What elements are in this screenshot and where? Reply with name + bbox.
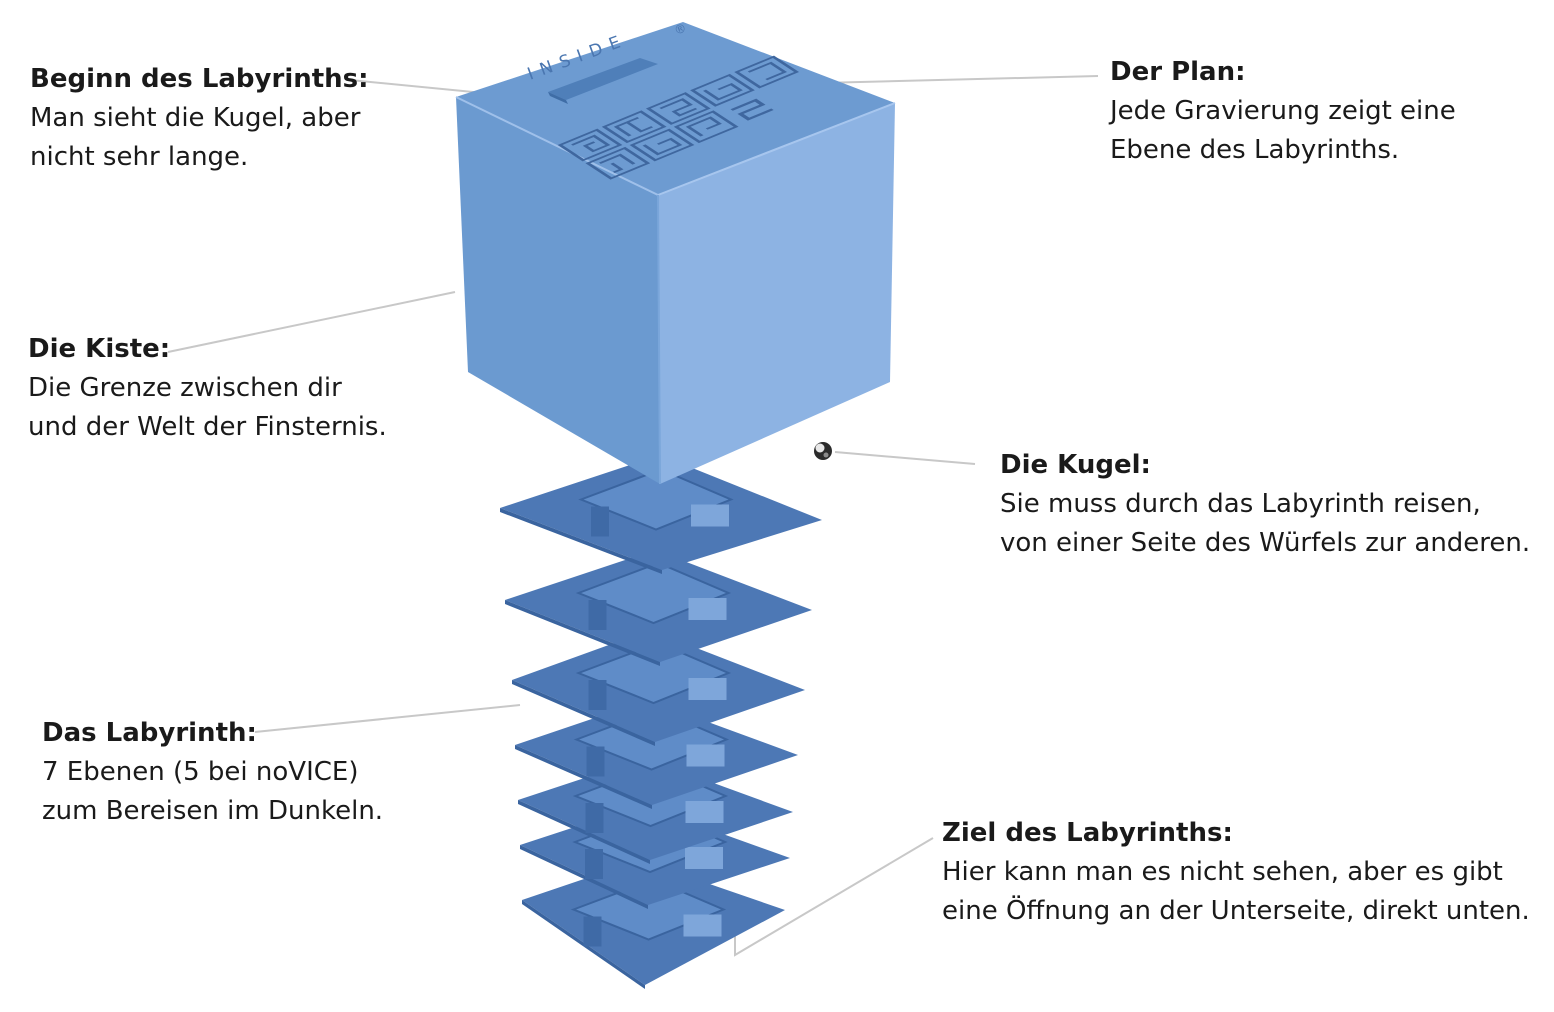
maze-layer-2 — [505, 550, 812, 666]
annotation-plan: Der Plan: Jede Gravierung zeigt eine Ebe… — [1110, 53, 1456, 170]
leader-line-maze — [254, 704, 521, 733]
annotation-goal: Ziel des Labyrinths: Hier kann man es ni… — [942, 814, 1530, 931]
annotation-box: Die Kiste: Die Grenze zwischen dir und d… — [28, 330, 387, 447]
leader-line-box — [167, 291, 456, 353]
annotation-body: 7 Ebenen (5 bei noVICE) zum Bereisen im … — [42, 757, 384, 826]
leader-line-plan — [819, 75, 1099, 84]
cube-top-right-edge — [657, 102, 896, 196]
annotation-maze-start: Beginn des Labyrinths: Man sieht die Kug… — [30, 60, 369, 177]
annotation-body: Sie muss durch das Labyrinth reisen, von… — [1000, 489, 1531, 558]
outer-cube: INSIDE ® — [455, 21, 896, 485]
annotation-title: Das Labyrinth: — [42, 718, 257, 748]
engraved-maze-plans — [557, 55, 800, 180]
cube-brand-mark: ® — [672, 21, 688, 38]
annotation-body: Hier kann man es nicht sehen, aber es gi… — [942, 857, 1530, 926]
maze-layer-3 — [512, 630, 805, 746]
annotation-body: Jede Gravierung zeigt eine Ebene des Lab… — [1110, 96, 1456, 165]
annotation-ball: Die Kugel: Sie muss durch das Labyrinth … — [1000, 446, 1530, 563]
annotation-title: Der Plan: — [1110, 57, 1246, 87]
cube-vertical-edge — [657, 194, 661, 485]
annotation-body: Die Grenze zwischen dir und der Welt der… — [28, 373, 387, 442]
annotation-title: Beginn des Labyrinths: — [30, 64, 369, 94]
annotation-title: Die Kugel: — [1000, 450, 1151, 480]
steel-ball — [814, 442, 832, 460]
leader-line-ball — [834, 451, 976, 465]
cube-front-face — [456, 97, 660, 484]
maze-layer-7 — [522, 860, 785, 989]
annotation-body: Man sieht die Kugel, aber nicht sehr lan… — [30, 103, 361, 172]
ball-entry-slot — [548, 58, 658, 104]
maze-layer-stack — [500, 455, 822, 989]
annotation-maze: Das Labyrinth: 7 Ebenen (5 bei noVICE) z… — [42, 714, 383, 831]
cube-right-face — [658, 103, 895, 484]
maze-layer-1 — [500, 455, 822, 574]
annotation-title: Die Kiste: — [28, 334, 171, 364]
annotation-title: Ziel des Labyrinths: — [942, 818, 1233, 848]
cube-top-front-edge — [455, 96, 659, 196]
